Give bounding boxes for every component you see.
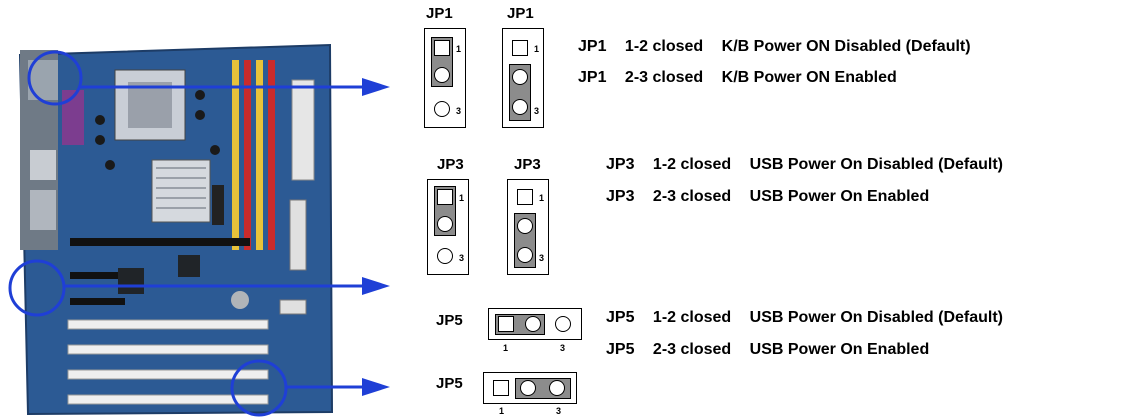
- ram-slot: [268, 60, 275, 250]
- jp1-label-right: JP1: [507, 5, 534, 22]
- pin-start-label: 1: [503, 343, 509, 353]
- pin-setting: 2-3 closed: [652, 341, 732, 358]
- jp1-label-left: JP1: [426, 5, 453, 22]
- jp5-setting-row: JP5 2-3 closed USB Power On Enabled: [606, 341, 929, 359]
- pin-end-label: 3: [556, 406, 562, 416]
- pin-1: [498, 316, 514, 332]
- jp3-pointer-arrow: [64, 277, 390, 295]
- pin-2: [517, 218, 533, 234]
- pin-1: [434, 40, 450, 56]
- pin-1: [512, 40, 528, 56]
- pin-end-label: 3: [560, 343, 566, 353]
- pin-2: [520, 380, 536, 396]
- jumper-name: JP3: [606, 156, 635, 173]
- pin-1: [493, 380, 509, 396]
- jp1-header-closed-2-3: 1 3: [502, 28, 544, 128]
- setting-function: K/B Power ON Enabled: [721, 69, 897, 86]
- jumper-name: JP5: [606, 309, 635, 326]
- pcie-slot: [70, 272, 125, 279]
- jp1-header-closed-1-2: 1 3: [424, 28, 466, 128]
- atx-power-connector: [291, 79, 315, 181]
- jp5-label-top: JP5: [436, 312, 463, 329]
- pin-2: [512, 69, 528, 85]
- jp3-label-left: JP3: [437, 156, 464, 173]
- jp5-label-bottom: JP5: [436, 375, 463, 392]
- jp3-label-right: JP3: [514, 156, 541, 173]
- setting-function: USB Power On Enabled: [749, 341, 930, 358]
- setting-function: USB Power On Enabled: [749, 188, 930, 205]
- jumper-name: JP1: [578, 69, 607, 86]
- jumper-name: JP3: [606, 188, 635, 205]
- pcie-slot: [70, 238, 250, 246]
- setting-function: USB Power On Disabled (Default): [749, 156, 1004, 173]
- pin-start-label: 1: [539, 193, 545, 203]
- ram-slot: [256, 60, 263, 250]
- pci-slot: [67, 344, 269, 355]
- jp1-pointer-arrow: [80, 78, 390, 96]
- ram-slot: [244, 60, 251, 250]
- setting-function: USB Power On Disabled (Default): [749, 309, 1004, 326]
- pin-2: [525, 316, 541, 332]
- pin-start-label: 1: [499, 406, 505, 416]
- pin-end-label: 3: [539, 253, 545, 263]
- jp5-pointer-arrow: [286, 378, 390, 396]
- chipset-heatsink: [151, 159, 211, 223]
- pin-3: [555, 316, 571, 332]
- jumper-name: JP1: [578, 38, 607, 55]
- jp3-setting-row: JP3 1-2 closed USB Power On Disabled (De…: [606, 156, 1003, 174]
- jp1-setting-row: JP1 2-3 closed K/B Power ON Enabled: [578, 69, 897, 87]
- pin-2: [434, 67, 450, 83]
- pin-setting: 2-3 closed: [624, 69, 704, 86]
- pin-1: [437, 189, 453, 205]
- jp3-header-closed-1-2: 1 3: [427, 179, 469, 275]
- pcie-slot: [70, 298, 125, 305]
- pci-slot: [67, 369, 269, 380]
- jp3-location-circle: [8, 259, 66, 317]
- pin-3: [549, 380, 565, 396]
- pci-slot: [67, 319, 269, 330]
- setting-function: K/B Power ON Disabled (Default): [721, 38, 971, 55]
- pin-3: [517, 247, 533, 263]
- jp1-location-circle: [27, 50, 83, 106]
- pin-start-label: 1: [534, 44, 540, 54]
- jp3-header-closed-2-3: 1 3: [507, 179, 549, 275]
- pci-slot: [67, 394, 269, 405]
- pin-setting: 1-2 closed: [652, 156, 732, 173]
- jp5-header-closed-2-3: [483, 372, 577, 404]
- pin-setting: 2-3 closed: [652, 188, 732, 205]
- jp1-setting-row: JP1 1-2 closed K/B Power ON Disabled (De…: [578, 38, 971, 56]
- pin-2: [437, 216, 453, 232]
- pin-start-label: 1: [459, 193, 465, 203]
- pin-end-label: 3: [534, 106, 540, 116]
- jp5-header-closed-1-2: [488, 308, 582, 340]
- pin-3: [512, 99, 528, 115]
- pin-end-label: 3: [456, 106, 462, 116]
- pin-3: [437, 248, 453, 264]
- jp3-setting-row: JP3 2-3 closed USB Power On Enabled: [606, 188, 929, 206]
- pin-setting: 1-2 closed: [652, 309, 732, 326]
- pin-3: [434, 101, 450, 117]
- jumper-name: JP5: [606, 341, 635, 358]
- pin-setting: 1-2 closed: [624, 38, 704, 55]
- parallel-port: [62, 90, 84, 145]
- ram-slot: [232, 60, 239, 250]
- pin-end-label: 3: [459, 253, 465, 263]
- jp5-setting-row: JP5 1-2 closed USB Power On Disabled (De…: [606, 309, 1003, 327]
- pin-start-label: 1: [456, 44, 462, 54]
- pin-1: [517, 189, 533, 205]
